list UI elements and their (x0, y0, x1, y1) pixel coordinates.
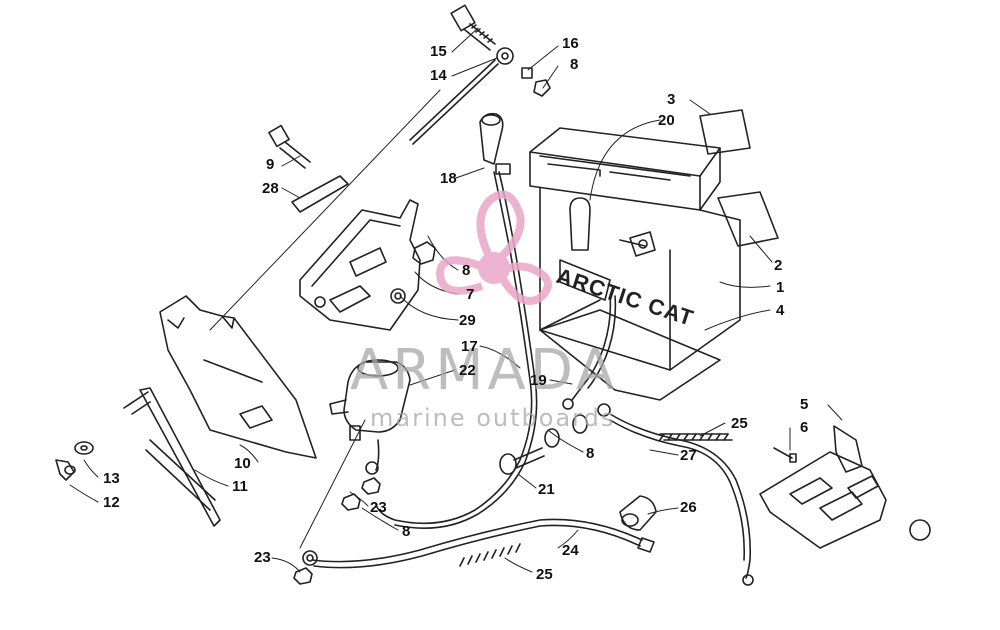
cable-part-19 (562, 295, 617, 410)
battery-part-1 (529, 127, 741, 371)
callout-18: 18 (440, 170, 457, 187)
rod-part-14 (409, 47, 514, 145)
wingnut-part-12 (55, 459, 76, 481)
decal-part-2 (717, 191, 779, 247)
callout-20: 20 (658, 112, 675, 129)
cap-part-20 (569, 197, 656, 257)
callout-28: 28 (262, 180, 279, 197)
cover-part-25-upper (659, 433, 733, 441)
callout-22: 22 (459, 362, 476, 379)
leader-lines (69, 27, 843, 573)
callout-7: 7 (466, 286, 475, 303)
callout-23-lower: 23 (254, 549, 271, 566)
callout-6: 6 (800, 419, 809, 436)
callout-2: 2 (774, 257, 783, 274)
boot-part-18 (479, 112, 504, 165)
nut-part-8 (412, 241, 436, 265)
solenoid-part-22 (329, 359, 411, 475)
callout-8-middle: 8 (586, 445, 595, 462)
nut-part-16 (521, 67, 551, 97)
bolt-part-21 (499, 447, 545, 475)
callout-17: 17 (461, 338, 478, 355)
callout-27: 27 (680, 447, 697, 464)
callout-4: 4 (776, 302, 785, 319)
washer-part-8-mid (544, 403, 611, 448)
bracket-part-7 (299, 199, 421, 331)
nut-part-8-lower (341, 493, 361, 511)
nut-part-23-upper (361, 477, 381, 495)
cable-part-27 (609, 413, 754, 586)
callout-29: 29 (459, 312, 476, 329)
bracket-part-5 (759, 425, 931, 549)
cover-part-25-lower (459, 543, 521, 567)
watermark-logo-icon (435, 190, 552, 305)
callout-26: 26 (680, 499, 697, 516)
callout-3: 3 (667, 91, 676, 108)
callout-25-upper: 25 (731, 415, 748, 432)
callout-14: 14 (430, 67, 447, 84)
callout-8-lower: 8 (402, 523, 411, 540)
bolt-part-15 (450, 4, 496, 51)
decal-part-3 (699, 109, 751, 155)
callout-13: 13 (103, 470, 120, 487)
callout-16: 16 (562, 35, 579, 52)
callout-10: 10 (234, 455, 251, 472)
callout-8: 8 (570, 56, 579, 73)
callout-5: 5 (800, 396, 809, 413)
watermark-title: ARMADA (350, 338, 619, 403)
pad-part-4 (539, 309, 721, 401)
callout-12: 12 (103, 494, 120, 511)
pin-part-6 (773, 447, 797, 463)
boot-part-26 (619, 495, 657, 531)
bolt-part-9 (268, 124, 311, 169)
cable-part-24 (302, 518, 655, 569)
bracket-part-10 (159, 295, 317, 459)
bracket-part-28 (291, 175, 349, 213)
callout-8-bracket: 8 (462, 262, 471, 279)
callout-25-lower: 25 (536, 566, 553, 583)
callout-24: 24 (562, 542, 579, 559)
callout-21: 21 (538, 481, 555, 498)
callout-9: 9 (266, 156, 275, 173)
callout-23-upper: 23 (370, 499, 387, 516)
callout-1: 1 (776, 279, 785, 296)
nut-part-23-lower (293, 567, 313, 585)
callout-11: 11 (232, 478, 248, 495)
callout-15: 15 (430, 43, 447, 60)
watermark-subtitle: marine outboards (370, 404, 616, 432)
bracket-part-11 (123, 387, 221, 527)
callout-19: 19 (530, 372, 547, 389)
washer-part-13 (74, 441, 94, 455)
